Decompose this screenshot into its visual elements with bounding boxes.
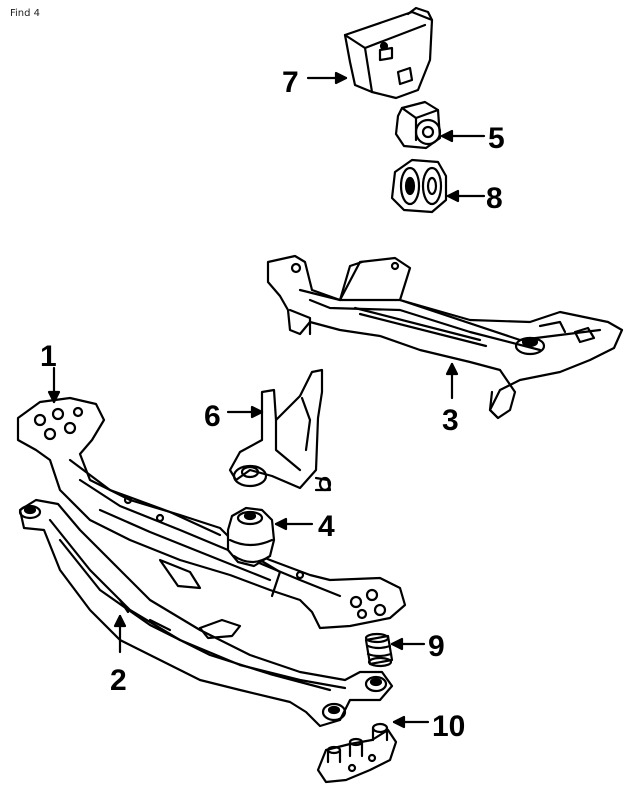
callout-4-arrow (274, 517, 314, 531)
callout-6-label: 6 (204, 400, 221, 433)
header-label: Find 4 (10, 8, 41, 19)
callout-5-arrow (440, 129, 486, 143)
callout-2-label: 2 (110, 664, 127, 697)
callout-6-arrow (226, 405, 264, 419)
part-2-lower-crossmember (18, 498, 394, 728)
callout-1-arrow (47, 366, 61, 404)
part-6-bracket (228, 368, 332, 492)
part-7-bracket (343, 6, 434, 100)
part-1-front-crossmember (16, 396, 407, 630)
callout-7-label: 7 (282, 66, 299, 99)
callout-7-arrow (306, 71, 348, 85)
part-5-mount (394, 100, 442, 150)
callout-3-arrow (445, 362, 459, 400)
part-3-crossmember (266, 254, 624, 420)
callout-10-label: 10 (432, 710, 465, 743)
callout-4-label: 4 (318, 510, 335, 543)
callout-2-arrow (113, 614, 127, 654)
callout-1-label: 1 (40, 340, 57, 373)
part-9-bushing (364, 632, 394, 668)
callout-9-arrow (390, 637, 426, 651)
callout-5-label: 5 (488, 122, 505, 155)
part-8-insulator (390, 158, 448, 214)
callout-10-arrow (392, 715, 430, 729)
callout-8-arrow (446, 189, 486, 203)
callout-9-label: 9 (428, 630, 445, 663)
callout-3-label: 3 (442, 404, 459, 437)
callout-8-label: 8 (486, 182, 503, 215)
part-4-mount (226, 506, 276, 568)
part-10-plate (316, 722, 398, 784)
